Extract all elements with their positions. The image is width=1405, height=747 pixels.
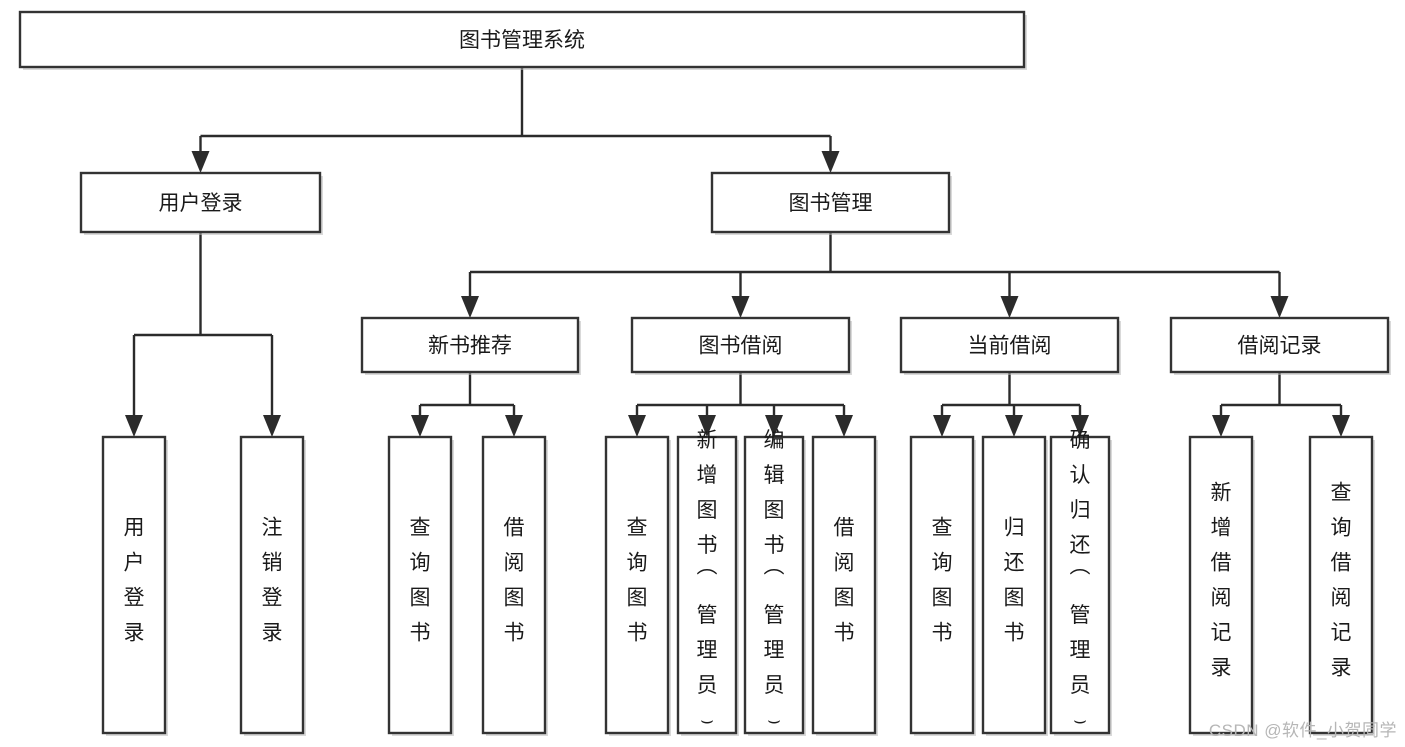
leaf-node-2-label: 查询图书: [410, 517, 431, 645]
leaf-node-12[interactable]: [1308, 435, 1374, 735]
leaf-node-10[interactable]: [1049, 435, 1111, 735]
leaf-node-4[interactable]: [604, 435, 670, 735]
level3-node-0[interactable]: [360, 316, 580, 374]
leaf-node-9-label: 归还图书: [1004, 517, 1025, 645]
level2-node-0-label: 用户登录: [159, 192, 243, 215]
leaf-node-8[interactable]: [909, 435, 975, 735]
root-node-book-management-system[interactable]: [18, 10, 1026, 69]
level3-node-3[interactable]: [1169, 316, 1390, 374]
leaf-node-5[interactable]: [676, 435, 738, 735]
level3-node-1[interactable]: [630, 316, 851, 374]
level3-node-2[interactable]: [899, 316, 1120, 374]
leaf-node-2[interactable]: [387, 435, 453, 735]
leaf-node-6[interactable]: [743, 435, 805, 735]
leaf-node-7-label: 借阅图书: [834, 517, 855, 645]
leaf-node-4-label: 查询图书: [627, 517, 648, 645]
level2-node-1-label: 图书管理: [789, 192, 873, 215]
leaf-node-9[interactable]: [981, 435, 1047, 735]
leaf-node-12-label: 查询借阅记录: [1331, 482, 1352, 680]
leaf-node-11[interactable]: [1188, 435, 1254, 735]
leaf-node-11-label: 新增借阅记录: [1211, 482, 1232, 680]
leaf-node-8-label: 查询图书: [932, 517, 953, 645]
root-node-book-management-system-label: 图书管理系统: [459, 29, 585, 52]
connector-layer: [125, 67, 1350, 437]
leaf-node-3-label: 借阅图书: [504, 517, 525, 645]
level3-node-1-label: 图书借阅: [699, 335, 783, 358]
level3-node-2-label: 当前借阅: [968, 335, 1052, 358]
leaf-node-3[interactable]: [481, 435, 547, 735]
node-layer: 图书管理系统用户登录图书管理新书推荐图书借阅当前借阅借阅记录用户登录注销登录查询…: [18, 10, 1391, 736]
leaf-node-10-label: 确认归还⌒管理员⌣: [1070, 429, 1091, 732]
leaf-node-0-label: 用户登录: [124, 517, 145, 645]
leaf-node-5-label: 新增图书⌒管理员⌣: [697, 429, 718, 732]
leaf-node-1-label: 注销登录: [262, 517, 283, 645]
leaf-node-1[interactable]: [239, 435, 305, 735]
leaf-node-6-label: 编辑图书⌒管理员⌣: [764, 429, 785, 732]
level3-node-0-label: 新书推荐: [428, 335, 512, 358]
level2-node-0[interactable]: [79, 171, 322, 234]
leaf-node-7[interactable]: [811, 435, 877, 735]
leaf-node-0[interactable]: [101, 435, 167, 735]
level2-node-1[interactable]: [710, 171, 951, 234]
level3-node-3-label: 借阅记录: [1238, 335, 1322, 358]
